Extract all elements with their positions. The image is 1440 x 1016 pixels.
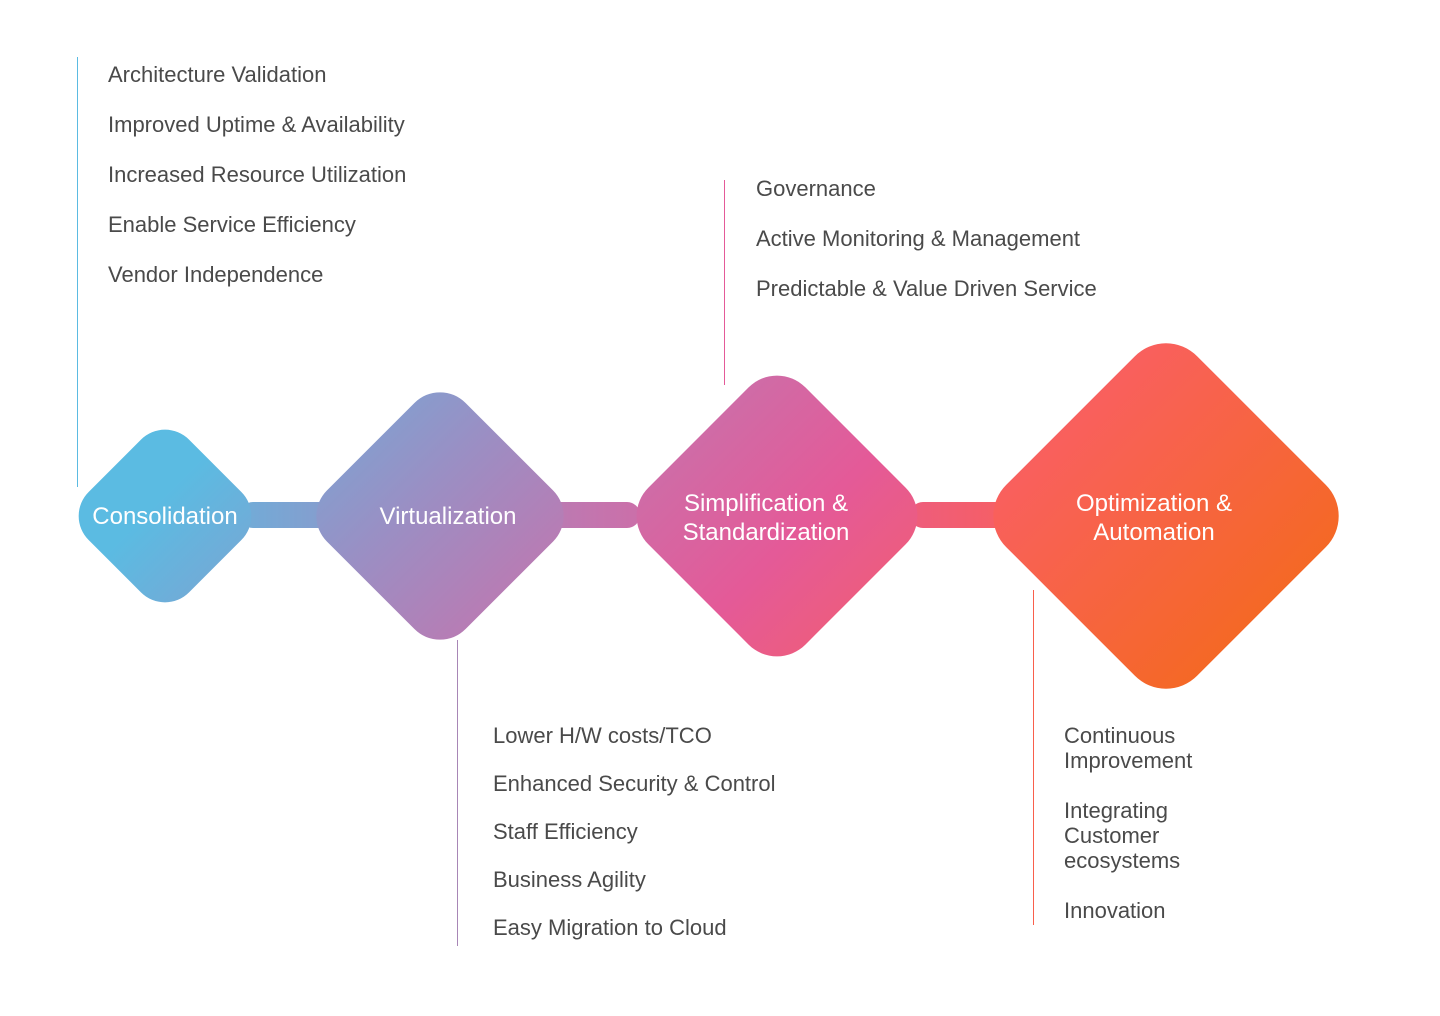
- list-item: Staff Efficiency: [493, 819, 638, 844]
- virtualization-benefits: Lower H/W costs/TCO Enhanced Security & …: [493, 723, 776, 941]
- list-item: Vendor Independence: [108, 262, 324, 287]
- stage-label-consolidation: Consolidation: [92, 503, 238, 530]
- connector-3: [910, 502, 1010, 528]
- diamond-optimization: [993, 343, 1339, 689]
- diamond-virtualization: [316, 392, 564, 640]
- list-item: Continuous Improvement: [1064, 723, 1193, 773]
- virtualization-leader-line: [457, 640, 458, 946]
- list-item: Lower H/W costs/TCO: [493, 723, 712, 748]
- list-item: Enhanced Security & Control: [493, 771, 776, 796]
- simplification-leader-line: [724, 180, 725, 385]
- consolidation-leader-line: [77, 57, 78, 487]
- list-item: Enable Service Efficiency: [108, 212, 356, 237]
- list-item: Active Monitoring & Management: [756, 226, 1081, 251]
- list-item: Increased Resource Utilization: [108, 162, 407, 187]
- stage-label-virtualization: Virtualization: [379, 503, 517, 530]
- list-item: Integrating Customer ecosystems: [1064, 798, 1181, 873]
- list-item: Architecture Validation: [108, 62, 327, 87]
- connector-1: [240, 502, 335, 528]
- diamond-simplification: [636, 375, 918, 657]
- list-item: Improved Uptime & Availability: [108, 112, 405, 137]
- optimization-leader-line: [1033, 590, 1034, 925]
- stage-label-simplification: Simplification & Standardization: [682, 490, 850, 546]
- list-item: Governance: [756, 176, 876, 201]
- simplification-benefits: Governance Active Monitoring & Managemen…: [756, 176, 1097, 302]
- list-item: Business Agility: [493, 867, 646, 892]
- list-item: Predictable & Value Driven Service: [756, 276, 1097, 301]
- optimization-benefits: Continuous Improvement Integrating Custo…: [1064, 723, 1192, 923]
- diamond-consolidation: [78, 429, 252, 603]
- stage-label-optimization: Optimization & Automation: [1075, 490, 1233, 546]
- consolidation-benefits: Architecture Validation Improved Uptime …: [108, 62, 406, 288]
- list-item: Easy Migration to Cloud: [493, 915, 727, 940]
- connector-2: [545, 502, 640, 528]
- list-item: Innovation: [1064, 898, 1166, 923]
